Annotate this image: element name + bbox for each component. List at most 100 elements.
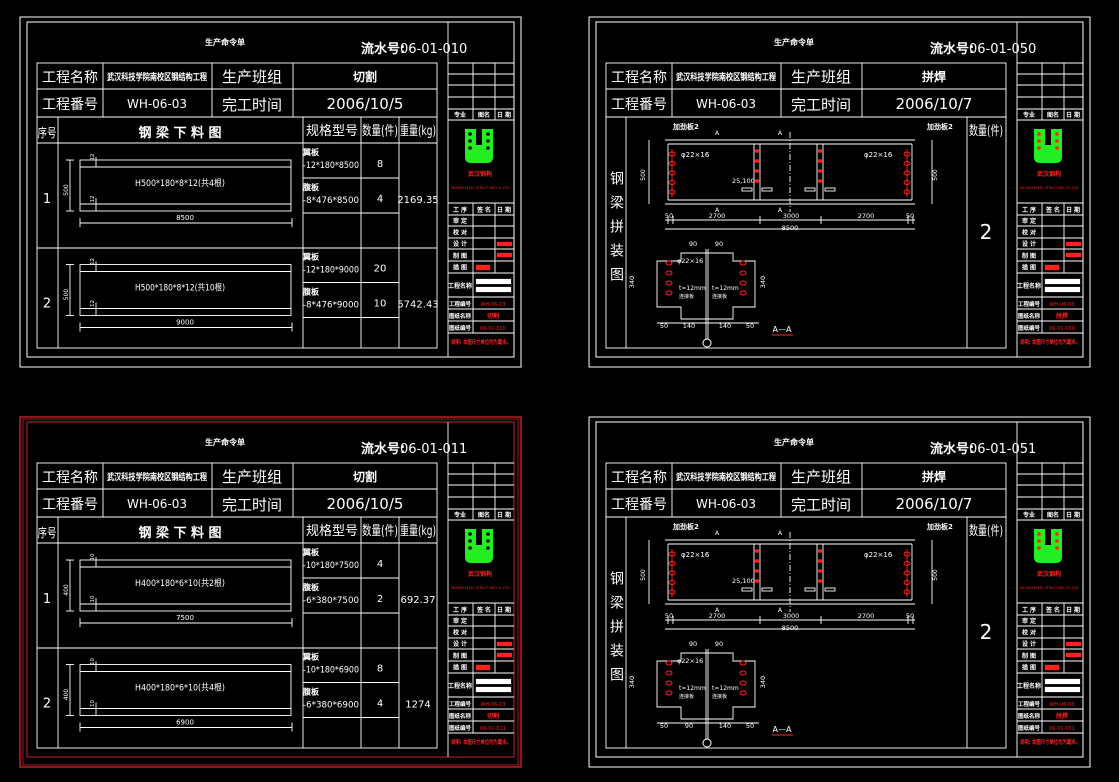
section-dim: 140 (719, 722, 731, 730)
title-block: 专业图名日 期武汉钢构WUHAN STEEL STRUCTURE CO.,LTD… (1016, 422, 1083, 757)
row-weight: 2169.35 (397, 195, 438, 206)
sign-row-label: 设 计 (1022, 240, 1036, 248)
qty-value: 2 (980, 620, 993, 644)
bolt-spec: φ22×16 (864, 151, 893, 159)
info-label: 工程名称 (1017, 282, 1041, 290)
section-dim: 90 (715, 640, 723, 648)
rect (804, 187, 816, 192)
spec-size: -10*180*6900 (303, 666, 359, 676)
red-stamp (496, 641, 513, 647)
flange-thickness-dim: 10 (90, 658, 96, 665)
red-stamp (1044, 664, 1060, 671)
bolt-hole (665, 280, 673, 286)
logo-dot (468, 539, 472, 543)
project-name-small (1044, 286, 1081, 293)
height-dim: 500 (63, 289, 70, 301)
flange-thickness-dim: 10 (90, 553, 96, 560)
drawing-sheet-06-01-011[interactable]: 生产命令单流水号:06-01-011工程名称武汉科技学院南校区钢结构工程生产班组… (19, 416, 522, 768)
row-number: 2 (43, 697, 51, 712)
sign-header: 日 期 (497, 606, 511, 614)
section-dim: 90 (689, 640, 697, 648)
tb-drawing-no: 06-01-051 (1049, 726, 1075, 732)
red-stamp (1065, 641, 1082, 647)
bolt-hole (665, 290, 673, 296)
qty-value: 2 (980, 220, 993, 244)
length-dim: 7500 (176, 614, 194, 622)
logo-dot (1037, 132, 1041, 136)
spec-part-name: 腹板 (302, 182, 320, 192)
length-dim: 6900 (176, 719, 194, 727)
tb-note: 说明: 本图尺寸单位均为毫米。 (451, 738, 511, 746)
sign-row-label: 审 定 (1022, 217, 1036, 225)
height-dim: 500 (932, 169, 939, 181)
col-header: 数量(件) (362, 524, 398, 539)
bolt-hole (754, 179, 760, 183)
project-name-label: 工程名称 (611, 470, 667, 486)
logo-w-shape (465, 129, 493, 163)
project-name-small (475, 678, 512, 685)
row-number: 2 (43, 297, 51, 312)
red-stamp (1044, 264, 1060, 271)
tb-label: 日 期 (1066, 511, 1080, 519)
bolt-hole (754, 159, 760, 163)
sign-row-label: 校 对 (453, 629, 467, 637)
project-name-small (475, 686, 512, 693)
beam-outline (79, 264, 292, 316)
sign-header: 日 期 (1066, 606, 1080, 614)
sign-row-label: 校 对 (1022, 629, 1036, 637)
section-label: A—A (773, 725, 792, 734)
bolt-hole (665, 270, 673, 276)
drawing-sheet-06-01-010[interactable]: 生产命令单流水号:06-01-010工程名称武汉科技学院南校区钢结构工程生产班组… (19, 16, 522, 368)
gap-dim: 25,100 (732, 177, 755, 185)
tb-label: 日 期 (1066, 111, 1080, 119)
sign-row-label: 制 图 (453, 252, 467, 260)
assembly-frame (605, 116, 1007, 349)
section-dim: 340 (628, 676, 636, 688)
beam-outline (79, 664, 292, 716)
sign-header: 工 序 (1022, 606, 1036, 614)
sign-row-label: 设 计 (453, 640, 467, 648)
logo-dot (468, 532, 472, 536)
bolt-hole (739, 290, 747, 296)
tb-label: 专业 (1023, 111, 1035, 119)
bolt-spec: φ22×16 (864, 551, 893, 559)
project-name-label: 工程名称 (42, 470, 98, 486)
logo-dot (1037, 532, 1041, 536)
sheet-outer-frame (19, 16, 522, 368)
dim-label: 50 (665, 212, 673, 220)
sign-row-label: 描 图 (453, 263, 467, 271)
section-dim: 50 (746, 322, 754, 330)
project-no-label: 工程番号 (42, 97, 98, 113)
red-stamp (496, 241, 513, 247)
bolt-hole (754, 149, 760, 153)
bolt-hole (739, 690, 747, 696)
tb-label: 图名 (1047, 111, 1059, 119)
drawing-sheet-06-01-050[interactable]: 生产命令单流水号:06-01-050工程名称武汉科技学院南校区钢结构工程生产班组… (588, 16, 1091, 368)
project-no: WH-06-03 (127, 97, 187, 111)
sheet-title: 生产命令单 (774, 437, 814, 447)
plate-note: 连接板 (679, 693, 694, 700)
height-dim: 500 (63, 184, 70, 196)
cutting-table: 序号钢 梁 下 料 图规格型号数量(件)重量(kg)1翼板-10*180*750… (36, 516, 438, 749)
finish-label: 完工时间 (222, 496, 282, 514)
section-mark: A (778, 207, 783, 214)
beam-label: H500*180*8*12(共4根) (135, 177, 225, 189)
drawing-sheet-06-01-051[interactable]: 生产命令单流水号:06-01-051工程名称武汉科技学院南校区钢结构工程生产班组… (588, 416, 1091, 768)
info-label: 图纸名称 (1018, 312, 1041, 320)
tb-note: 说明: 本图尺寸单位均为毫米。 (451, 338, 511, 346)
section-mark: A (715, 607, 720, 614)
beam-label: H500*180*8*12(共10根) (135, 282, 225, 294)
stiffener-label: 加劲板2 (926, 522, 953, 531)
sign-row-label: 审 定 (453, 617, 467, 625)
col-header: 重量(kg) (400, 123, 436, 139)
project-name: 武汉科技学院南校区钢结构工程 (676, 71, 776, 83)
project-no: WH-06-03 (696, 97, 756, 111)
plate-note: 连接板 (679, 293, 694, 300)
